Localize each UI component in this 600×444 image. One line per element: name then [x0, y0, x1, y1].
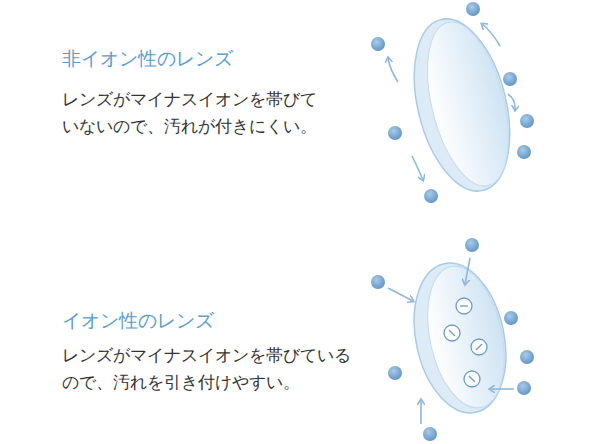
section-heading: イオン性のレンズ: [62, 308, 214, 332]
particles-2: [371, 238, 534, 441]
description-text: レンズがマイナスイオンを帯びていないので、汚れが付きにくい。: [62, 86, 324, 140]
description-text: レンズがマイナスイオンを帯びているので、汚れを引き付けやすい。: [62, 342, 358, 396]
repel-arrows: [388, 24, 515, 180]
attract-arrows: [388, 258, 514, 424]
lens-non-ionic: [398, 9, 526, 201]
section-heading: 非イオン性のレンズ: [62, 46, 233, 70]
particles-1: [371, 2, 534, 203]
lens-ionic: [401, 255, 519, 422]
negative-charges: [444, 298, 487, 387]
